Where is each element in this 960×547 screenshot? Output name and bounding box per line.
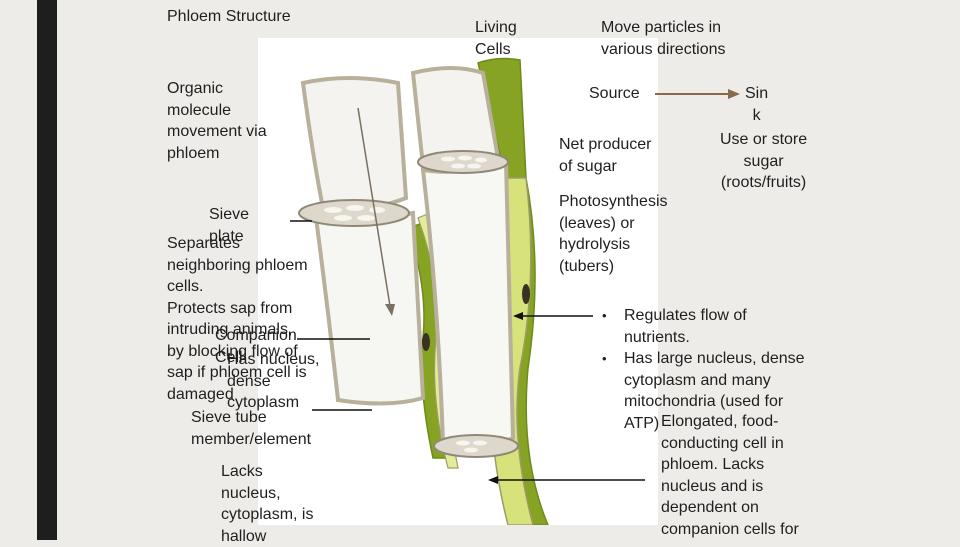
bullet-text: Regulates flow of nutrients. (624, 307, 747, 346)
sieve-plate-label: Sieve plate (209, 206, 250, 245)
sieve-tube-left (300, 76, 409, 212)
use-store-text: Use or store sugar (roots/fruits) (720, 131, 808, 191)
nucleus-left (422, 333, 430, 351)
bullet-text: Has large nucleus, dense cytoplasm and m… (624, 350, 805, 432)
sieve-plate-desc: Separates neighboring phloem cells. Prot… (167, 235, 308, 403)
sink-label: Sin k (745, 85, 769, 124)
sidebar-bar (37, 0, 57, 540)
photosynthesis-text: Photosynthesis (leaves) or hydrolysis (t… (559, 193, 668, 275)
source-label: Source (589, 85, 640, 102)
nucleus-right (522, 284, 530, 304)
sieve-tube-desc: Lacks nucleus, cytoplasm, is hallow (221, 463, 314, 545)
move-particles: Move particles in various directions (601, 19, 726, 58)
companion-bullet: •Has large nucleus, dense cytoplasm and … (602, 350, 805, 432)
sieve-tube-label: Sieve tube member/element (191, 409, 312, 448)
sieve-plate-3 (433, 434, 519, 458)
companion-bullet: •Regulates flow of nutrients. (602, 307, 747, 346)
sieve-plate-2 (417, 150, 509, 174)
phloem-diagram (258, 38, 658, 525)
elongated-text: Elongated, food- conducting cell in phlo… (661, 413, 799, 538)
net-producer: Net producer of sugar (559, 136, 652, 175)
sieve-plate-1 (298, 199, 410, 227)
organic-text: Organic molecule movement via phloem (167, 80, 267, 162)
companion-label: Companion Cell (215, 327, 297, 366)
companion-desc: Has nucleus, dense cytoplasm (227, 351, 320, 411)
slide-title: Phloem Structure (167, 8, 291, 25)
living-cells: Living Cells (475, 19, 517, 58)
